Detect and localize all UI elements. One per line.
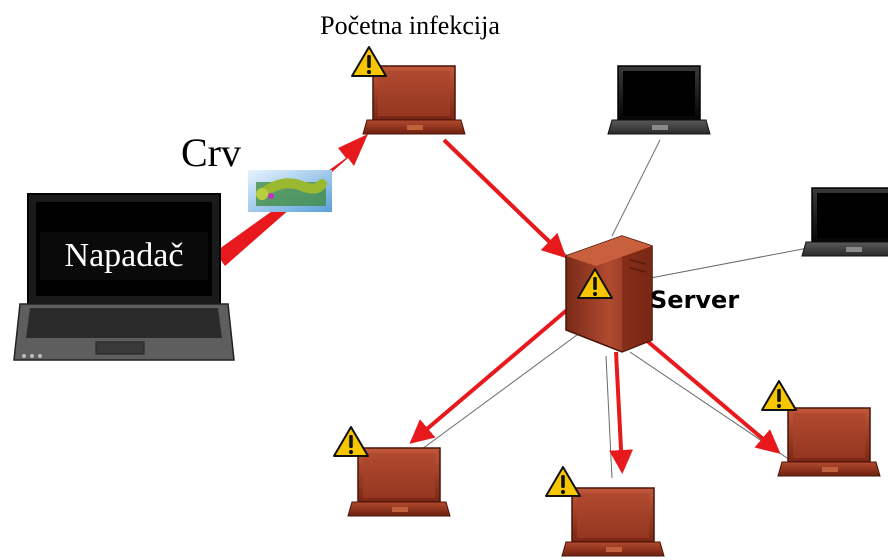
infected-laptop-bottom-right: [777, 407, 881, 477]
laptop-icon: [777, 407, 881, 477]
clean-laptop-top: [607, 65, 711, 135]
clean-laptop-right: [801, 187, 888, 257]
laptop-icon: [347, 447, 451, 517]
worm-label: Crv: [181, 130, 241, 175]
infected-laptop-bottom-left: [347, 447, 451, 517]
initial-infection-label: Početna infekcija: [320, 11, 500, 40]
infection-arrows: [409, 138, 781, 474]
laptop-icon: [561, 487, 665, 557]
laptop-icon: [607, 65, 711, 135]
warning-triangle-icon: [351, 46, 387, 77]
attacker-laptop: Napadač: [13, 193, 235, 361]
worm-icon: [248, 170, 332, 212]
server-label: Server: [650, 286, 739, 314]
infected-laptop-bottom-center: [561, 487, 665, 557]
warning-triangle-icon: [545, 466, 581, 497]
warning-triangle-icon: [333, 426, 369, 457]
attacker-label: Napadač: [65, 237, 184, 274]
warning-triangle-icon: [761, 380, 797, 411]
laptop-icon: [801, 187, 888, 257]
